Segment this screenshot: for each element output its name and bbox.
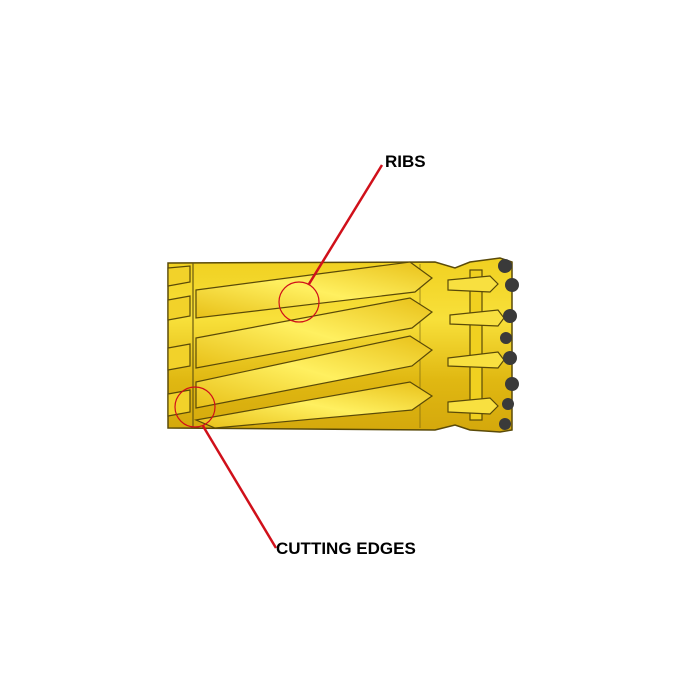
- callout-ribs: [278, 164, 384, 323]
- ribs-label: RIBS: [385, 152, 426, 171]
- cutting-edges-label: CUTTING EDGES: [276, 539, 416, 558]
- bit-head: [447, 269, 505, 421]
- carbide-buttons: [498, 259, 519, 430]
- callout-cutting-edges: [174, 386, 278, 549]
- ribs: [167, 261, 434, 429]
